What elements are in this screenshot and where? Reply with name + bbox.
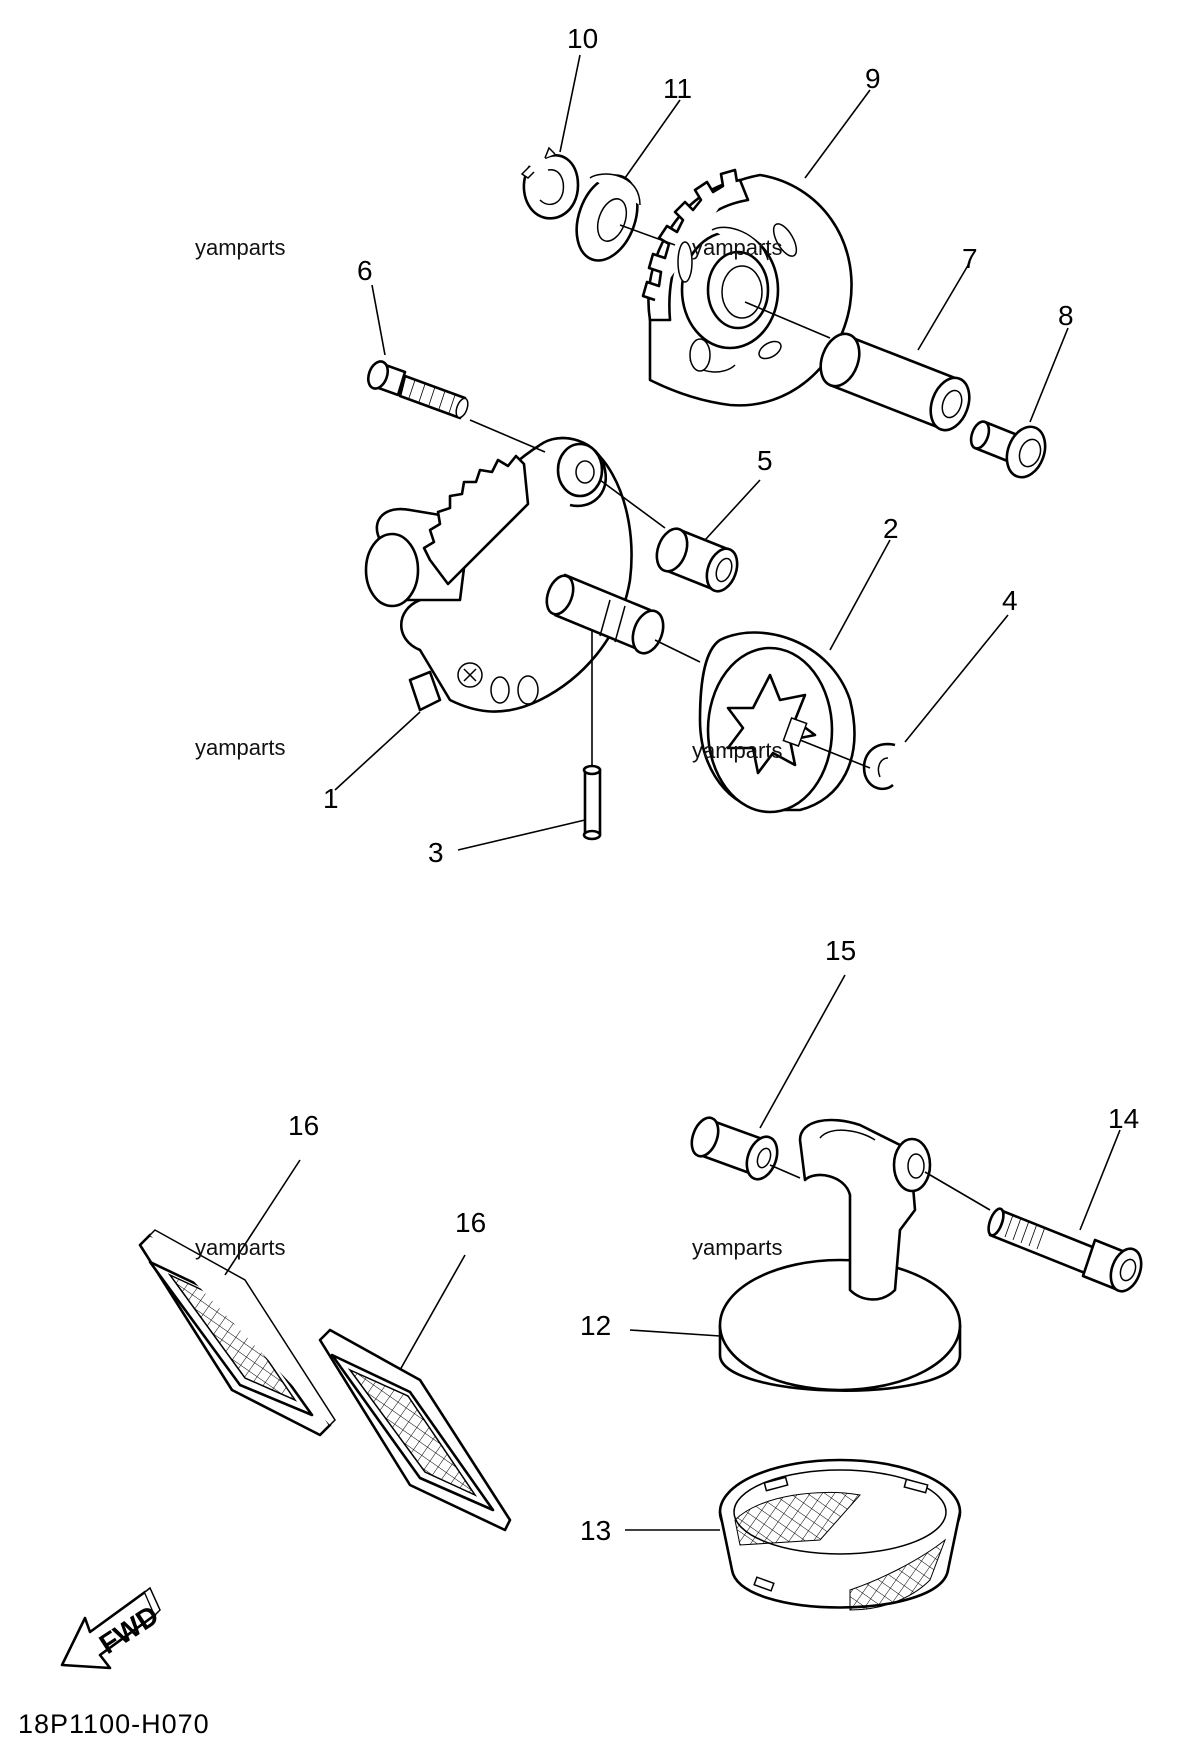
bolt-part <box>969 420 1047 479</box>
pump-shaft-part <box>545 573 665 655</box>
label-part-13: 13 <box>580 1515 611 1546</box>
label-part-1: 1 <box>323 783 339 814</box>
label-part-16-left: 16 <box>288 1110 319 1141</box>
label-part-2: 2 <box>883 513 899 544</box>
pump-body-part <box>364 436 633 713</box>
bushing-part <box>655 527 739 593</box>
circlip-part <box>520 146 580 220</box>
leader-lines <box>224 54 1121 1531</box>
label-part-8: 8 <box>1058 300 1074 331</box>
rotor-part <box>698 631 856 814</box>
watermarks: yamparts yamparts yamparts yamparts yamp… <box>195 235 782 1260</box>
collar-part <box>690 1116 779 1181</box>
pin-part <box>582 764 602 841</box>
assembly-lines-top <box>469 224 871 769</box>
watermark-text: yamparts <box>195 1235 285 1260</box>
label-part-7: 7 <box>962 243 978 274</box>
clip-part <box>862 742 896 791</box>
watermark-text: yamparts <box>692 235 782 260</box>
strainer-body-part <box>718 1118 962 1392</box>
strainer-screen-part <box>718 1458 962 1611</box>
label-part-15: 15 <box>825 935 856 966</box>
label-part-12: 12 <box>580 1310 611 1341</box>
screen-part-left <box>138 1229 336 1437</box>
watermark-text: yamparts <box>195 735 285 760</box>
assembly-lines-bottom <box>769 1164 991 1211</box>
screw-part <box>366 360 469 420</box>
label-part-6: 6 <box>357 255 373 286</box>
washer-part <box>575 173 641 262</box>
watermark-text: yamparts <box>195 235 285 260</box>
label-part-14: 14 <box>1108 1103 1139 1134</box>
watermark-text: yamparts <box>692 1235 782 1260</box>
shaft-part <box>819 332 971 432</box>
watermark-text: yamparts <box>692 738 782 763</box>
part-labels: 1 2 3 4 5 6 7 8 9 10 11 12 13 14 15 16 1… <box>288 23 1139 1546</box>
label-part-5: 5 <box>757 445 773 476</box>
label-part-4: 4 <box>1002 585 1018 616</box>
fwd-arrow-icon: FWD <box>60 1586 164 1670</box>
label-part-9: 9 <box>865 63 881 94</box>
label-part-3: 3 <box>428 837 444 868</box>
screen-part-right <box>318 1328 512 1532</box>
long-bolt-part <box>987 1207 1143 1293</box>
label-part-11: 11 <box>663 73 692 104</box>
diagram-code: 18P1100-H070 <box>18 1709 210 1739</box>
label-part-16-right: 16 <box>455 1207 486 1238</box>
label-part-10: 10 <box>567 23 598 54</box>
